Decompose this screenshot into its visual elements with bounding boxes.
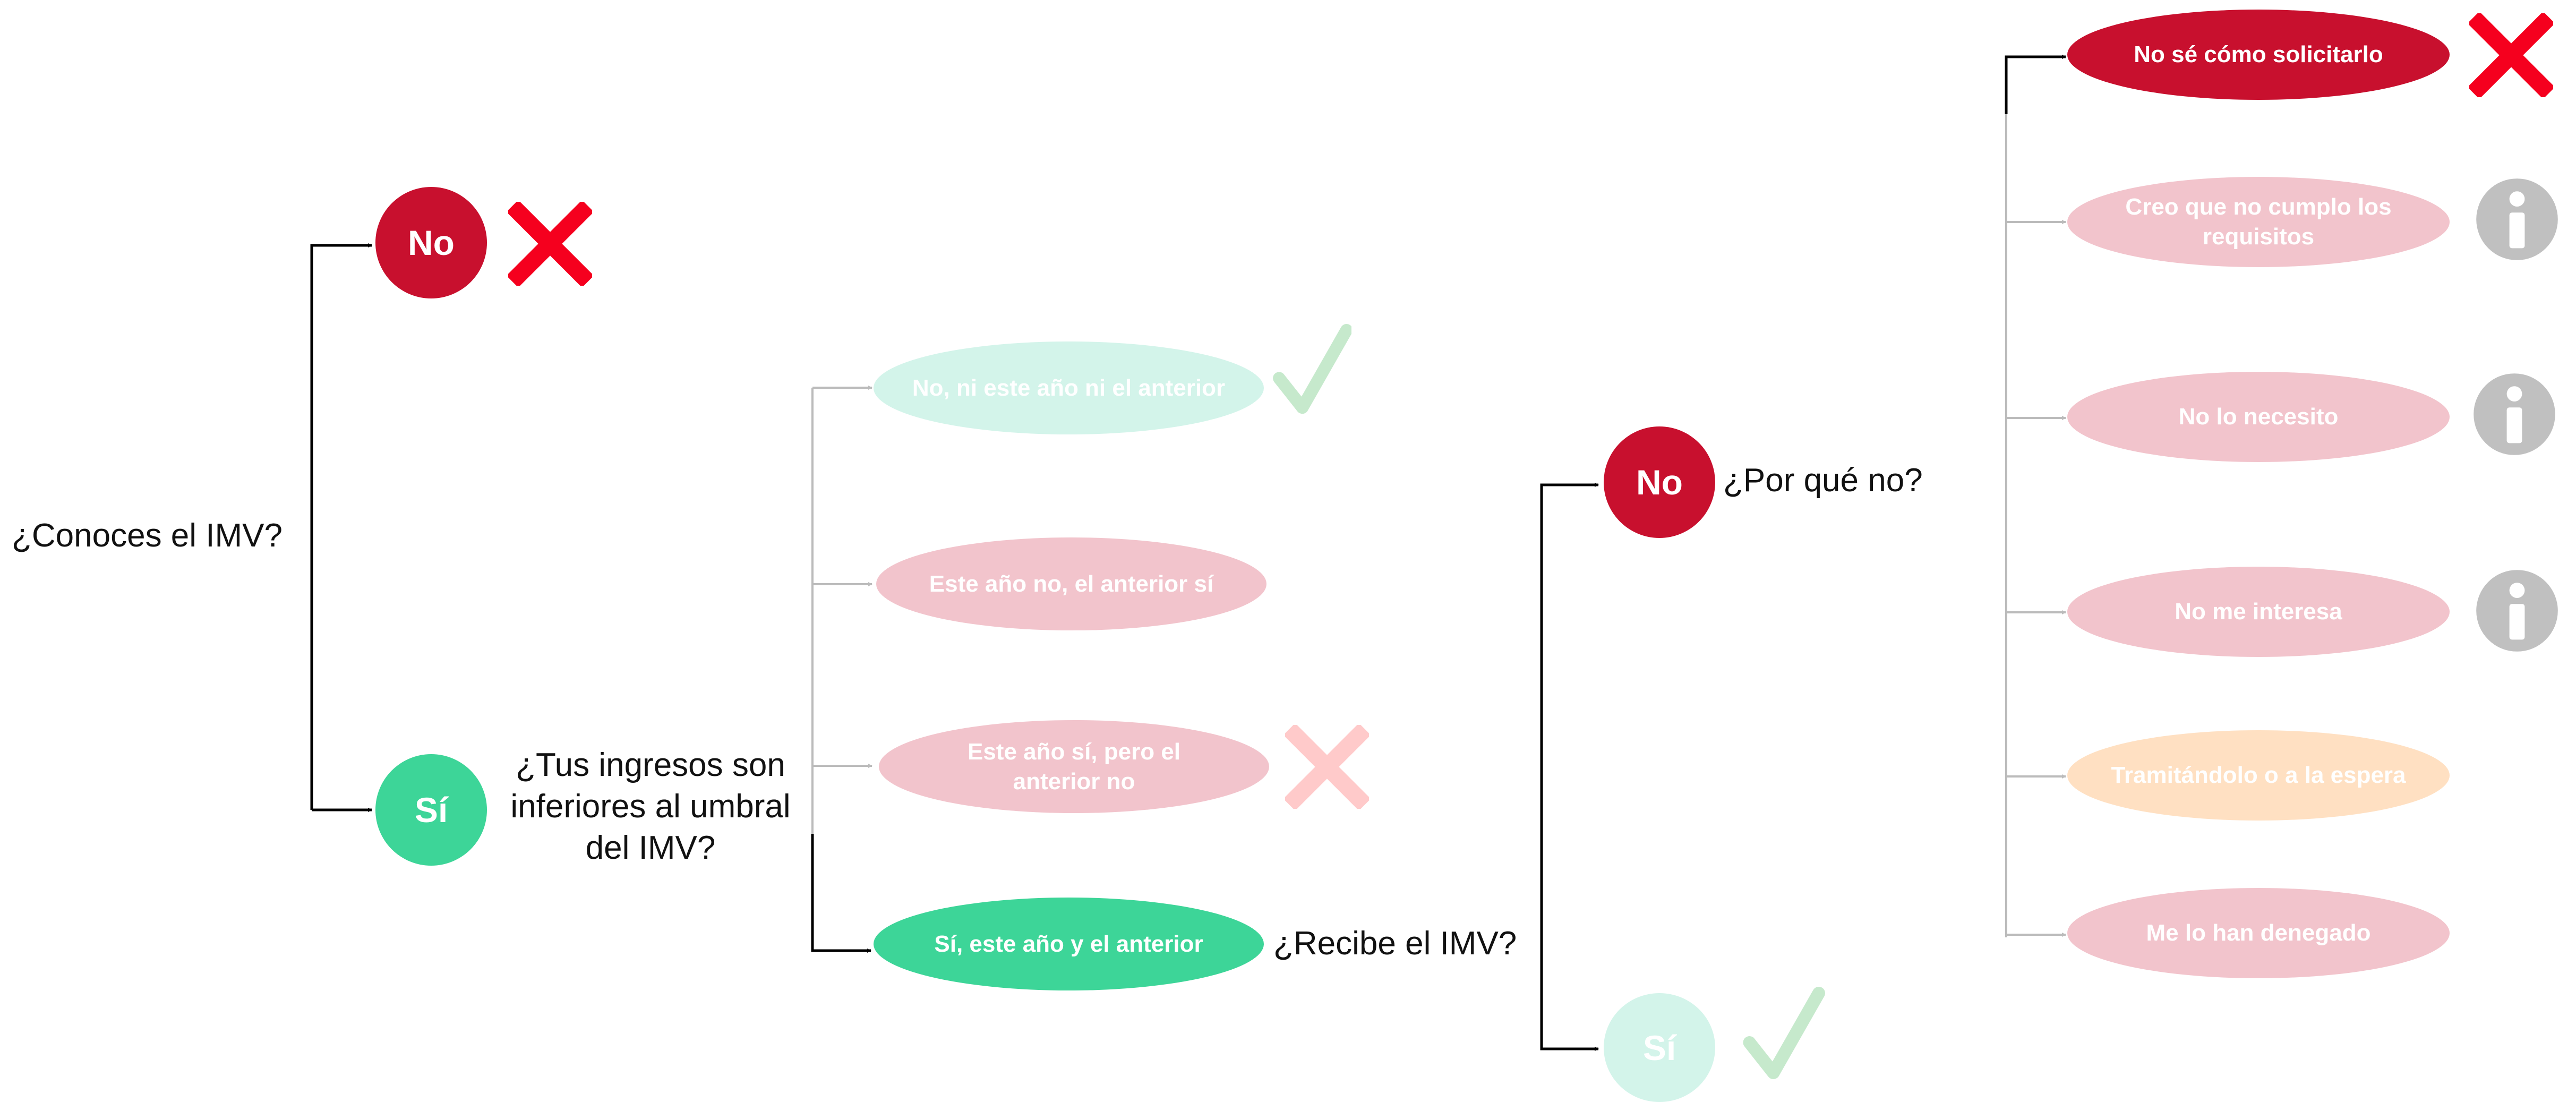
option-this-and-last-year: Sí, este año y el anterior [874,898,1264,990]
node-no-knows-imv: No [375,187,487,298]
question-line: inferiores al umbral [510,788,791,825]
info-icon [2476,570,2558,652]
connector-q1-no [310,243,372,810]
node-yes-receives-imv: Sí [1604,993,1715,1102]
reason-dont-need-it: No lo necesito [2067,372,2450,462]
option-line: anterior no [1013,768,1135,795]
reason-not-eligible: Creo que no cumplo los requisitos [2067,177,2450,267]
checkmark-icon [1273,324,1351,414]
cross-icon [508,202,592,286]
connector-q3-yes [1540,767,1599,1051]
question-line: ¿Tus ingresos son [516,747,785,783]
cross-icon [2469,13,2553,97]
connector-q4-r1 [2005,55,2066,114]
cross-icon [1285,725,1369,809]
checkmark-icon [1743,987,1825,1079]
reason-denied: Me lo han denegado [2067,888,2450,978]
reason-line: Creo que no cumplo los [2125,194,2392,220]
reason-not-interested: No me interesa [2067,567,2450,657]
info-icon [2474,373,2555,455]
option-line: Este año sí, pero el [967,738,1181,765]
connector-q2-opt4 [811,834,871,953]
node-yes-knows-imv: Sí [375,754,487,866]
question-income-below-threshold: ¿Tus ingresos son inferiores al umbral d… [497,745,805,869]
reason-dont-know-how: No sé cómo solicitarlo [2067,10,2450,100]
reason-in-process: Tramitándolo o a la espera [2067,730,2450,821]
question-line: del IMV? [585,830,716,866]
option-neither-year: No, ni este año ni el anterior [874,341,1264,434]
node-no-receives-imv: No [1604,426,1715,538]
question-know-imv: ¿Conoces el IMV? [12,517,283,554]
option-this-year-not-last: Este año sí, pero el anterior no [879,720,1269,813]
question-receives-imv: ¿Recibe el IMV? [1273,925,1517,962]
reason-line: requisitos [2202,224,2315,250]
question-why-not: ¿Por qué no? [1723,462,1923,499]
option-not-this-year-yes-last: Este año no, el anterior sí [876,537,1266,630]
info-icon [2476,178,2558,260]
connector-q3-no [1540,483,1599,767]
